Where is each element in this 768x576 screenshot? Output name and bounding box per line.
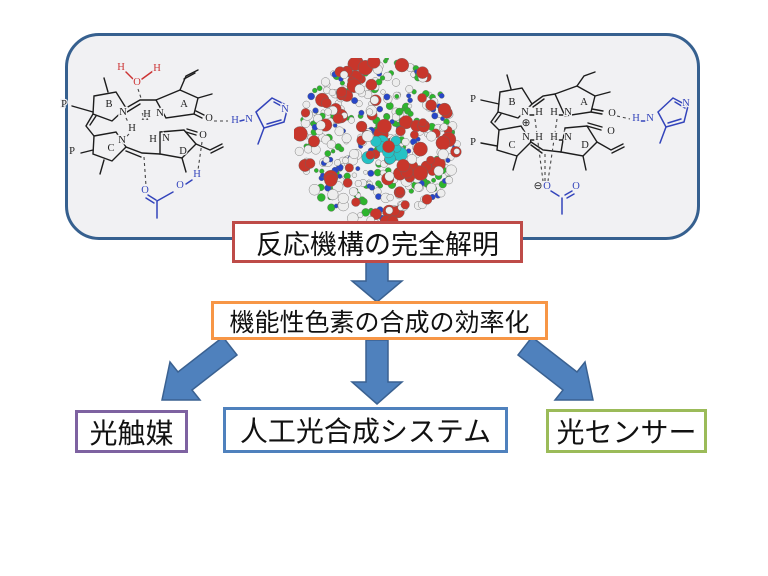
photocatalyst-box: 光触媒 [75, 410, 188, 453]
svg-text:H: H [128, 123, 136, 134]
svg-text:A: A [580, 97, 588, 108]
svg-text:N: N [564, 107, 572, 118]
svg-text:H: H [550, 107, 558, 118]
svg-text:B: B [105, 99, 112, 110]
svg-text:N: N [162, 133, 170, 144]
svg-text:N: N [119, 107, 127, 118]
svg-text:H: H [535, 132, 543, 143]
svg-text:⊖: ⊖ [534, 181, 543, 192]
svg-text:O: O [608, 108, 616, 119]
svg-text:C: C [107, 143, 114, 154]
svg-text:H: H [117, 62, 125, 73]
svg-text:H: H [193, 169, 201, 180]
svg-text:N: N [646, 113, 654, 124]
sensor-box: 光センサー [546, 409, 707, 453]
svg-text:O: O [607, 126, 615, 137]
svg-text:D: D [179, 146, 187, 157]
svg-text:H: H [550, 132, 558, 143]
left-bonds [71, 69, 289, 219]
svg-text:B: B [508, 97, 515, 108]
svg-text:P: P [470, 137, 476, 148]
cluster-atoms [294, 58, 462, 228]
svg-text:N: N [156, 108, 164, 119]
photosynthesis-box: 人工光合成システム [223, 407, 508, 453]
svg-text:H: H [535, 107, 543, 118]
svg-text:N: N [682, 98, 690, 109]
photocatalyst-label: 光触媒 [89, 417, 174, 449]
svg-text:H: H [149, 134, 157, 145]
down-right-arrow [516, 335, 594, 401]
down-arrow-top [349, 261, 405, 303]
down-left-arrow [161, 335, 239, 401]
svg-text:N: N [521, 107, 529, 118]
svg-text:H: H [141, 112, 149, 123]
dye-efficiency-label: 機能性色素の合成の効率化 [229, 308, 530, 337]
svg-text:O: O [176, 180, 184, 191]
mechanism-label: 反応機構の完全解明 [256, 229, 499, 260]
svg-text:H: H [153, 63, 161, 74]
svg-text:O: O [133, 77, 141, 88]
svg-text:D: D [581, 140, 589, 151]
svg-text:O: O [141, 185, 149, 196]
svg-text:N: N [564, 132, 572, 143]
molecular-cluster-image [294, 58, 462, 228]
svg-text:N: N [245, 114, 253, 125]
photosynthesis-label: 人工光合成システム [239, 416, 492, 447]
svg-text:H: H [231, 115, 239, 126]
svg-text:P: P [61, 99, 67, 110]
svg-text:N: N [118, 135, 126, 146]
sensor-label: 光センサー [556, 417, 697, 448]
svg-text:P: P [69, 146, 75, 157]
svg-text:P: P [470, 94, 476, 105]
svg-text:O: O [543, 181, 551, 192]
svg-text:N: N [522, 132, 530, 143]
svg-text:O: O [205, 113, 213, 124]
mechanism-box: 反応機構の完全解明 [232, 221, 523, 263]
svg-text:H: H [632, 113, 640, 124]
svg-text:O: O [199, 130, 207, 141]
down-arrow-center [350, 339, 404, 405]
right-bonds [480, 71, 689, 215]
svg-text:H: H [143, 109, 151, 120]
dye-efficiency-box: 機能性色素の合成の効率化 [211, 301, 548, 340]
svg-text:C: C [508, 140, 515, 151]
svg-text:⊕: ⊕ [522, 118, 531, 129]
svg-text:N: N [281, 104, 289, 115]
svg-text:A: A [180, 99, 188, 110]
svg-text:O: O [572, 181, 580, 192]
